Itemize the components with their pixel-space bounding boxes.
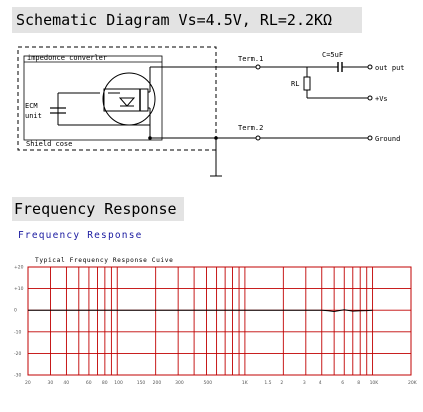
y-tick-label: -10 bbox=[14, 329, 21, 335]
fet-transistor-circle bbox=[102, 72, 156, 126]
output-label: out put bbox=[375, 64, 405, 72]
x-tick-label: 20K bbox=[408, 380, 418, 386]
x-tick-label: 200 bbox=[153, 380, 162, 386]
term1-label: Term.1 bbox=[238, 55, 263, 63]
y-tick-label: 0 bbox=[14, 308, 17, 314]
x-tick-label: 4 bbox=[319, 380, 322, 386]
frequency-response-subtitle: Frequency Response bbox=[18, 230, 143, 241]
ground-terminal bbox=[367, 135, 373, 141]
vs-terminal bbox=[367, 95, 373, 101]
chart-title: Typical Frequency Response Cuive bbox=[35, 257, 173, 264]
y-tick-label: +20 bbox=[14, 265, 24, 271]
x-tick-label: 60 bbox=[86, 380, 92, 386]
y-tick-label: +10 bbox=[14, 286, 24, 292]
unit-label: unit bbox=[25, 112, 42, 120]
output-terminal bbox=[367, 64, 373, 70]
x-tick-label: 6 bbox=[341, 380, 344, 386]
x-tick-label: 2 bbox=[280, 380, 283, 386]
ground-label: Ground bbox=[375, 135, 400, 143]
x-tick-label: 300 bbox=[175, 380, 184, 386]
x-tick-label: 10K bbox=[370, 380, 380, 386]
y-tick-label: -20 bbox=[14, 351, 21, 357]
x-tick-label: 1.5 bbox=[264, 380, 271, 386]
term2-label: Term.2 bbox=[238, 124, 263, 132]
impedance-converter-box bbox=[23, 55, 163, 141]
frequency-response-banner: Frequency Response bbox=[12, 197, 184, 221]
response-curve bbox=[28, 309, 373, 313]
ecm-label: ECM bbox=[25, 102, 38, 110]
x-tick-label: 80 bbox=[102, 380, 108, 386]
x-tick-label: 8 bbox=[357, 380, 360, 386]
y-tick-label: -30 bbox=[14, 373, 21, 379]
shield-case-box bbox=[17, 46, 217, 151]
x-tick-label: 3 bbox=[303, 380, 306, 386]
shield-label: Shield cose bbox=[26, 140, 72, 148]
capacitor-label: C=5uF bbox=[322, 51, 343, 59]
x-tick-label: 150 bbox=[137, 380, 146, 386]
rl-label: RL bbox=[291, 80, 299, 88]
chart-frame bbox=[27, 266, 412, 376]
x-tick-label: 40 bbox=[63, 380, 69, 386]
x-tick-label: 20 bbox=[25, 380, 31, 386]
vs-label: +Vs bbox=[375, 95, 388, 103]
x-tick-label: 100 bbox=[114, 380, 123, 386]
schematic-title: Schematic Diagram Vs=4.5V, RL=2.2KΩ bbox=[12, 7, 362, 33]
x-tick-label: 30 bbox=[47, 380, 53, 386]
x-tick-label: 1K bbox=[242, 380, 249, 386]
converter-label: impedonce converler bbox=[27, 54, 107, 62]
x-tick-label: 500 bbox=[203, 380, 212, 386]
